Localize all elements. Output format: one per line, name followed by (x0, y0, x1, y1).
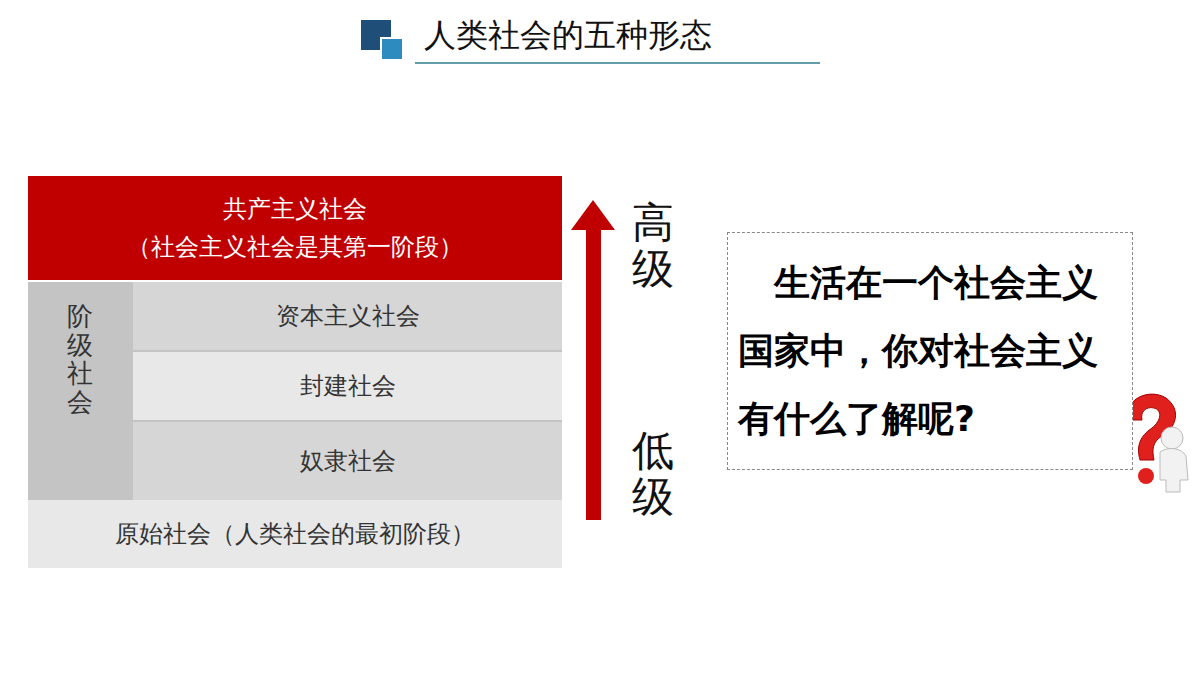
base-stage-box: 原始社会（人类社会的最初阶段） (28, 500, 562, 568)
top-stage-box: 共产主义社会（社会主义社会是其第一阶段） (28, 176, 562, 280)
arrow-head (571, 200, 615, 230)
node-label: 阶级社会 (67, 302, 93, 416)
level-label: 高级 (632, 200, 674, 292)
arrow-shaft (586, 228, 601, 520)
class-society-band: 阶级社会 资本主义社会封建社会奴隶社会 (28, 282, 562, 500)
level-label: 低级 (632, 428, 674, 520)
node-label: 原始社会（人类社会的最初阶段） (115, 515, 475, 553)
stage-box: 奴隶社会 (133, 422, 562, 500)
title-underline (415, 62, 820, 64)
slide-title: 人类社会的五种形态 (424, 14, 712, 58)
question-figure (1128, 394, 1188, 492)
stage-box: 封建社会 (133, 352, 562, 420)
question-box: 生活在一个社会主义国家中，你对社会主义有什么了解呢? (727, 232, 1133, 470)
title-icon (381, 38, 403, 60)
node-note: （社会主义社会是其第一阶段） (127, 228, 463, 266)
node-label: 奴隶社会 (300, 442, 396, 480)
node-label: 共产主义社会 (223, 190, 367, 228)
node-label: 生活在一个社会主义国家中，你对社会主义有什么了解呢? (728, 233, 1132, 453)
stage-box: 资本主义社会 (133, 282, 562, 350)
node-label: 资本主义社会 (276, 297, 420, 335)
node-label: 封建社会 (300, 367, 396, 405)
